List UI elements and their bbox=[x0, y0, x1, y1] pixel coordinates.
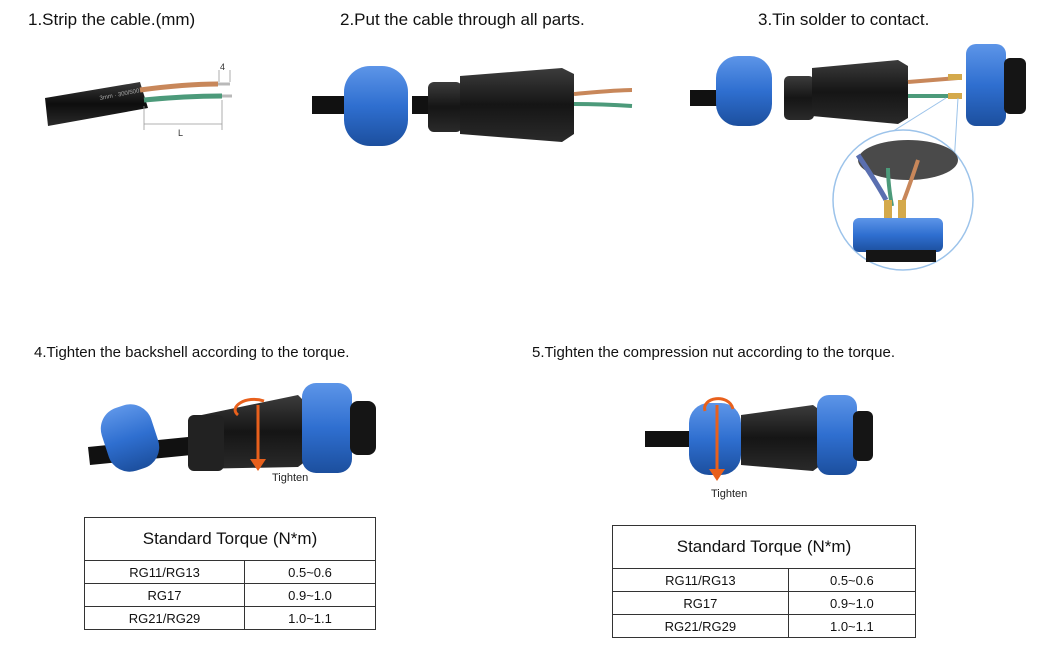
coupling-nut bbox=[302, 383, 352, 473]
cable bbox=[412, 96, 432, 114]
compression-nut bbox=[100, 404, 160, 472]
dimension-L-label: L bbox=[178, 128, 183, 138]
compression-nut bbox=[716, 56, 772, 126]
brown-wire bbox=[573, 88, 633, 96]
step-3-solder-illustration bbox=[688, 40, 1033, 271]
seal-grip bbox=[188, 415, 224, 471]
connector-body bbox=[350, 401, 376, 455]
receptacle-body bbox=[1004, 58, 1026, 114]
table-cell-torque: 0.5~0.6 bbox=[244, 560, 376, 584]
step-2-assembly-illustration bbox=[312, 60, 642, 155]
table-cell-size: RG17 bbox=[612, 591, 789, 615]
tighten-label-5: Tighten bbox=[711, 488, 747, 500]
backshell bbox=[460, 68, 574, 142]
step-5-compression-nut-illustration: Tighten bbox=[645, 385, 880, 500]
tighten-label-4: Tighten bbox=[272, 472, 308, 484]
step-4-backshell-illustration: Tighten bbox=[88, 375, 388, 495]
table-row: RG11/RG13 0.5~0.6 bbox=[612, 568, 917, 592]
receptacle-nut bbox=[966, 44, 1006, 126]
dimension-4-label: 4 bbox=[220, 62, 225, 72]
compression-nut bbox=[689, 403, 741, 475]
table-cell-torque: 1.0~1.1 bbox=[787, 614, 917, 638]
step-1-title: 1.Strip the cable.(mm) bbox=[28, 10, 196, 29]
table-cell-torque: 0.5~0.6 bbox=[787, 568, 917, 592]
table-cell-size: RG21/RG29 bbox=[83, 606, 246, 630]
torque-table-header: Standard Torque (N*m) bbox=[612, 525, 916, 569]
arrow-head bbox=[709, 469, 725, 481]
coupling-nut bbox=[817, 395, 857, 475]
table-row: RG21/RG29 1.0~1.1 bbox=[83, 606, 376, 630]
step-2-title: 2.Put the cable through all parts. bbox=[340, 10, 585, 29]
cable-jacket bbox=[45, 82, 148, 126]
table-cell-torque: 0.9~1.0 bbox=[787, 591, 917, 615]
cable bbox=[312, 96, 352, 114]
cable bbox=[645, 431, 695, 447]
table-cell-size: RG17 bbox=[83, 583, 246, 607]
step-4-title: 4.Tighten the backshell according to the… bbox=[34, 344, 350, 361]
arrow-head bbox=[250, 459, 266, 471]
brown-wire bbox=[139, 81, 219, 93]
solder-contact bbox=[948, 74, 962, 80]
green-wire bbox=[573, 102, 633, 108]
rotation-arrow bbox=[233, 398, 265, 417]
zoom-detail bbox=[853, 140, 958, 262]
torque-table-header: Standard Torque (N*m) bbox=[84, 517, 376, 561]
table-row: RG17 0.9~1.0 bbox=[83, 583, 376, 607]
table-cell-size: RG21/RG29 bbox=[612, 614, 789, 638]
table-row: RG21/RG29 1.0~1.1 bbox=[612, 614, 917, 638]
rotation-arrow bbox=[703, 397, 735, 412]
step-5-title: 5.Tighten the compression nut according … bbox=[532, 344, 895, 361]
seal-grip bbox=[784, 76, 814, 120]
step-1-stripped-cable-illustration: 3mm · 300/500 4 L bbox=[40, 60, 250, 150]
table-row: RG17 0.9~1.0 bbox=[612, 591, 917, 615]
solder-contact bbox=[948, 93, 962, 99]
torque-table-step-4: Standard Torque (N*m) RG11/RG13 0.5~0.6 … bbox=[83, 517, 376, 630]
seal-grip bbox=[428, 82, 462, 132]
torque-table-step-5: Standard Torque (N*m) RG11/RG13 0.5~0.6 … bbox=[612, 525, 917, 638]
step-3-title: 3.Tin solder to contact. bbox=[758, 10, 930, 29]
table-cell-torque: 0.9~1.0 bbox=[244, 583, 376, 607]
table-cell-size: RG11/RG13 bbox=[83, 560, 246, 584]
backshell bbox=[741, 405, 821, 471]
table-row: RG11/RG13 0.5~0.6 bbox=[83, 560, 376, 584]
table-cell-size: RG11/RG13 bbox=[612, 568, 789, 592]
green-wire bbox=[143, 93, 223, 103]
connector-body bbox=[853, 411, 873, 461]
backshell bbox=[812, 60, 908, 124]
compression-nut bbox=[344, 66, 408, 146]
table-cell-torque: 1.0~1.1 bbox=[244, 606, 376, 630]
